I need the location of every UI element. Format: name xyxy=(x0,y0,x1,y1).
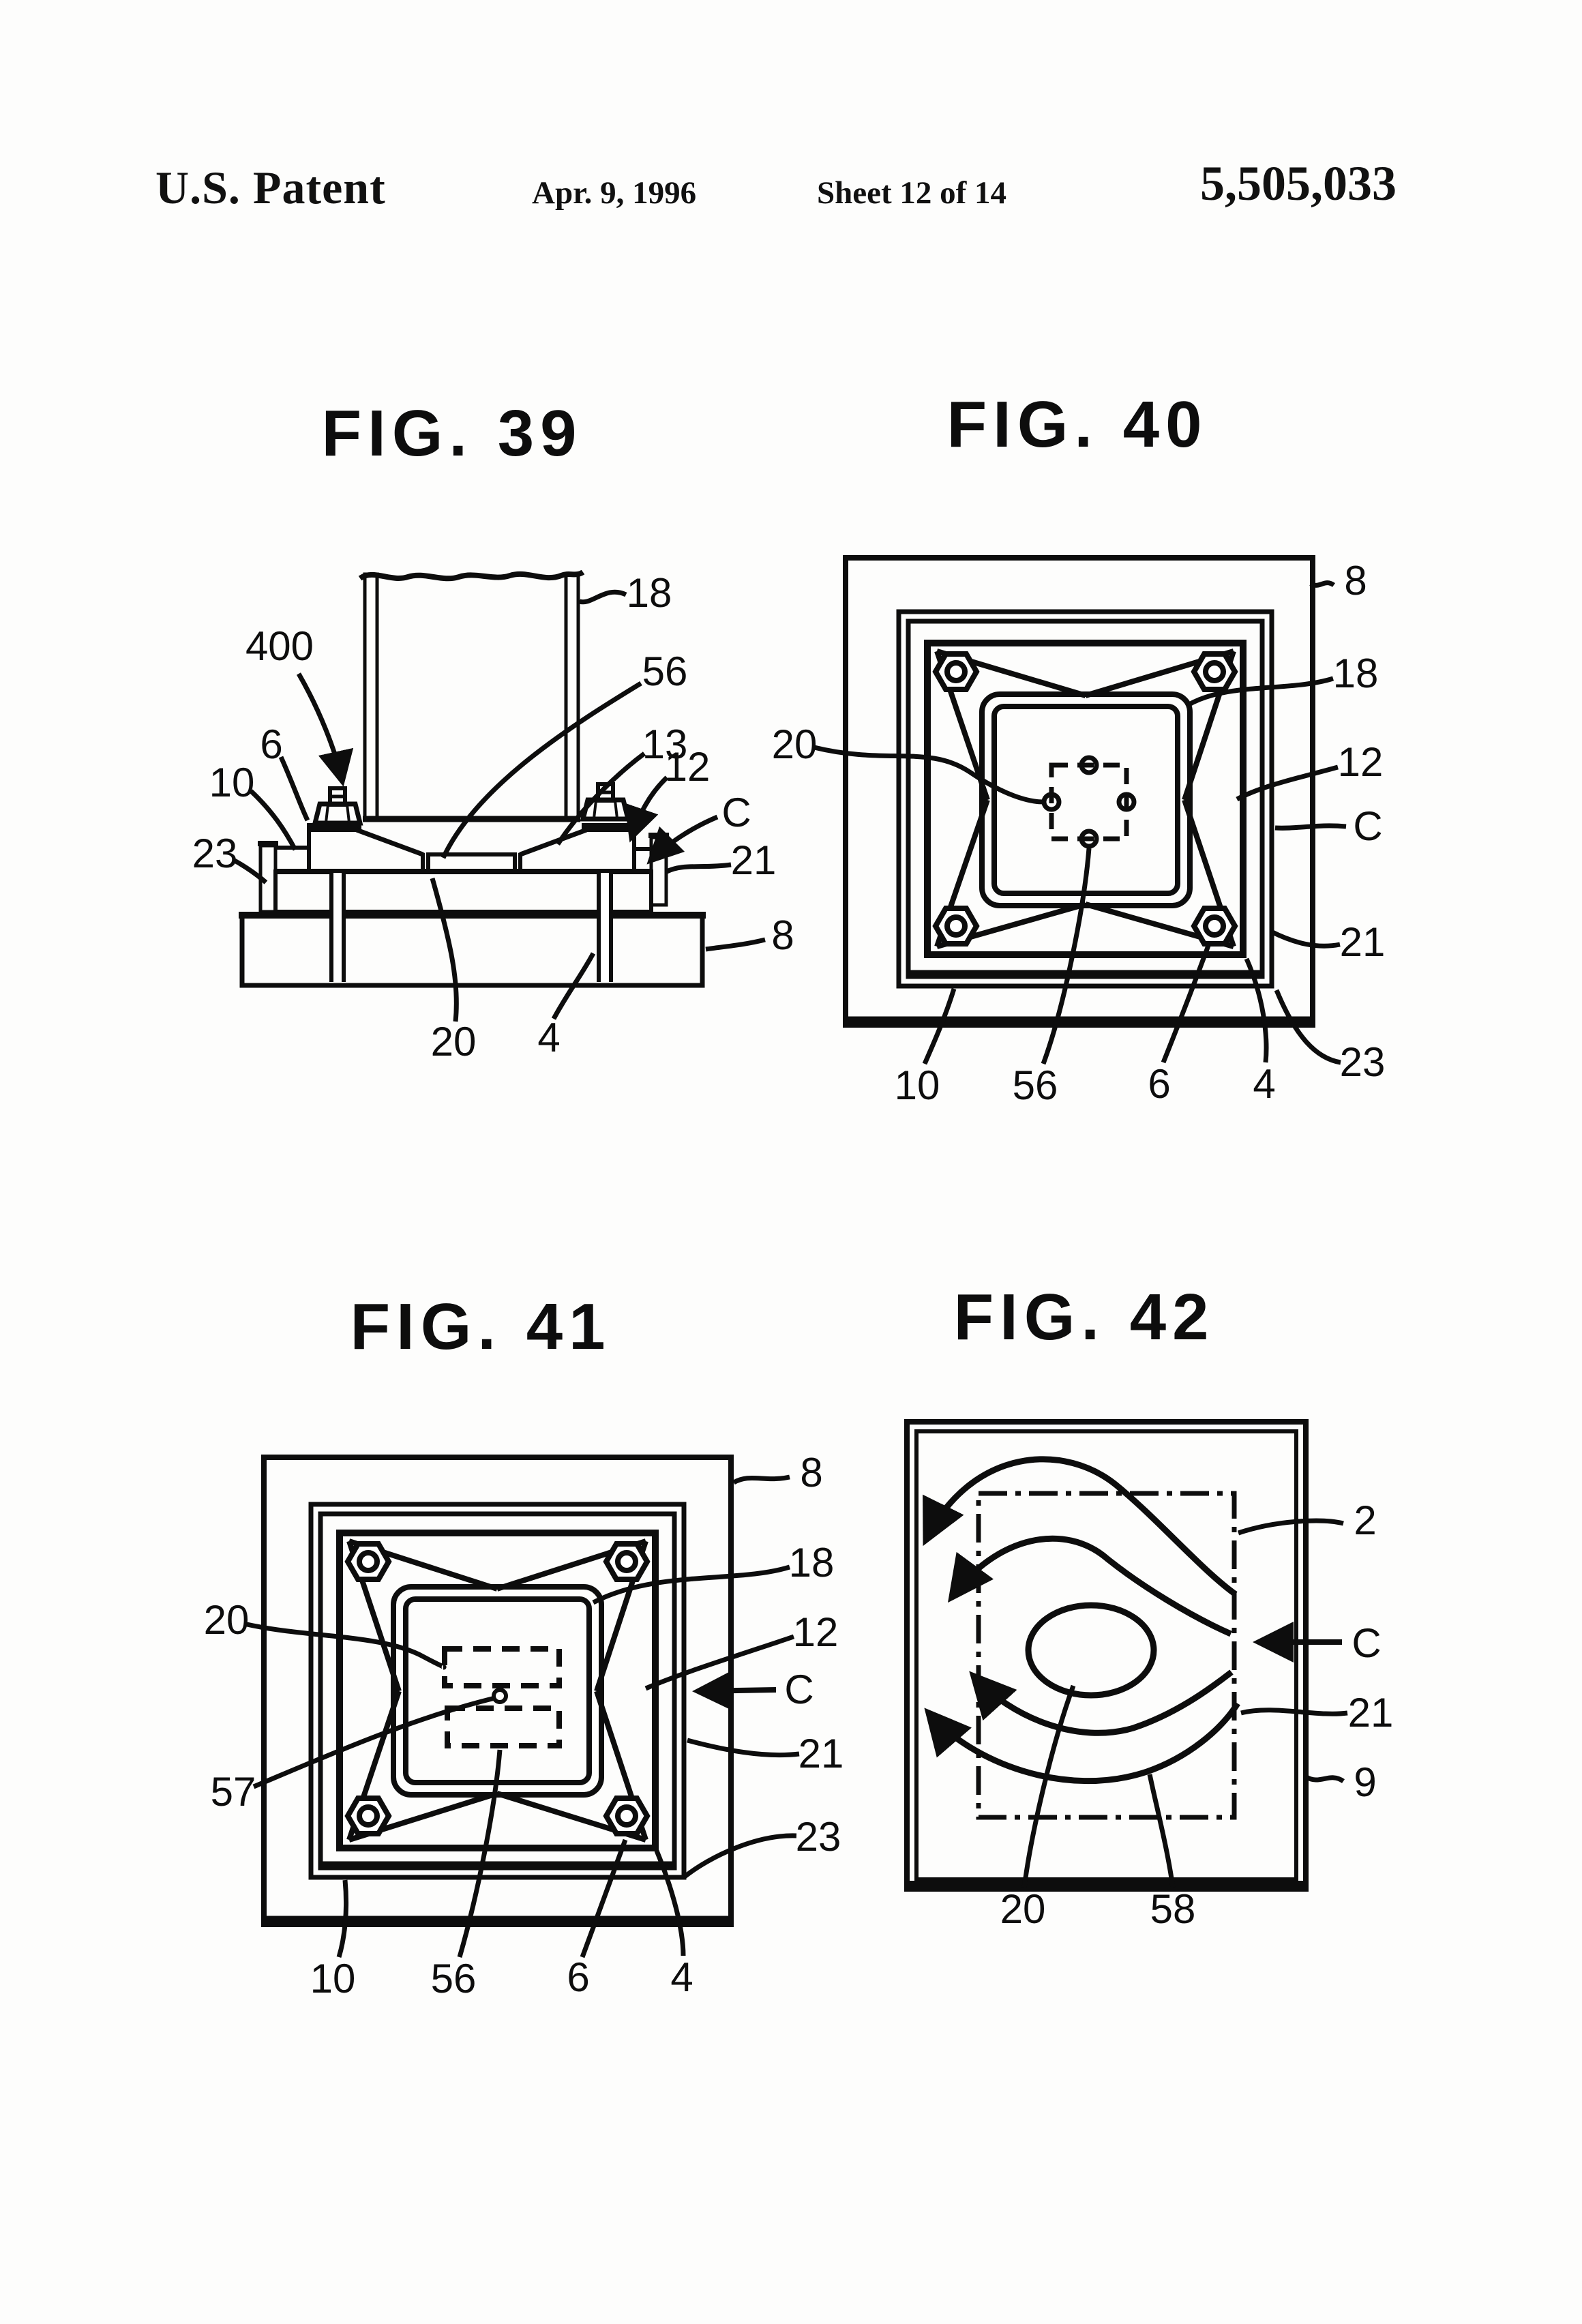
fig39-label-18: 18 xyxy=(627,570,672,616)
fig39-title: FIG. 39 xyxy=(321,397,582,470)
fig41-label-57: 57 xyxy=(211,1769,256,1815)
figure-42-drawing: FIG. 42 2 C 21 9 xyxy=(904,1281,1394,1932)
fig39-label-4: 4 xyxy=(537,1015,560,1060)
fig39-label-13: 13 xyxy=(642,721,688,767)
fig41-label-8: 8 xyxy=(800,1450,822,1495)
fig42-label-58: 58 xyxy=(1150,1886,1196,1932)
fig40-label-10: 10 xyxy=(895,1062,940,1108)
fig42-label-21: 21 xyxy=(1348,1690,1394,1735)
fig40-frames xyxy=(843,555,1315,1028)
fig40-hex-nut xyxy=(1194,908,1235,944)
fig39-base-plate-assembly xyxy=(275,823,651,874)
fig41-label-56: 56 xyxy=(431,1956,477,2001)
fig42-leader-lines xyxy=(1021,1518,1348,1888)
fig41-leader-lines xyxy=(246,1474,800,1958)
fig40-label-C: C xyxy=(1353,803,1382,849)
fig40-label-18: 18 xyxy=(1333,651,1379,696)
fig41-label-23: 23 xyxy=(796,1814,841,1860)
fig41-base-plate xyxy=(336,1530,659,1851)
fig41-slot-holes xyxy=(442,1646,562,1748)
fig41-hex-nut xyxy=(606,1798,647,1834)
sheet-count: Sheet 12 of 14 xyxy=(817,175,1007,211)
fig39-label-8: 8 xyxy=(771,912,794,958)
fig40-label-23: 23 xyxy=(1340,1039,1386,1085)
fig41-hex-nut xyxy=(606,1544,647,1579)
fig40-label-12: 12 xyxy=(1338,739,1384,785)
fig40-hex-nut xyxy=(936,908,976,944)
fig39-label-20: 20 xyxy=(431,1019,477,1064)
fig40-hex-nut xyxy=(936,654,976,689)
fig39-label-C: C xyxy=(721,790,751,835)
fig42-label-2: 2 xyxy=(1354,1498,1376,1543)
fig40-title: FIG. 40 xyxy=(946,388,1208,461)
fig40-label-21: 21 xyxy=(1340,919,1386,965)
fig41-reference-labels: 8 18 12 C 21 23 20 57 10 56 6 4 xyxy=(204,1450,844,2001)
fig39-label-12: 12 xyxy=(665,744,711,790)
fig40-label-8: 8 xyxy=(1344,558,1367,604)
figure-41-drawing: FIG. 41 xyxy=(204,1290,844,2001)
fig40-label-6: 6 xyxy=(1148,1061,1170,1107)
fig40-label-56: 56 xyxy=(1013,1062,1058,1108)
fig40-label-20: 20 xyxy=(772,721,818,767)
fig41-hex-nut xyxy=(348,1798,389,1834)
fig39-foundation xyxy=(239,912,706,988)
patent-date: Apr. 9, 1996 xyxy=(532,175,697,211)
fig42-label-20: 20 xyxy=(1000,1886,1046,1932)
fig40-reference-labels: 8 18 12 C 21 23 20 10 56 6 4 xyxy=(772,558,1386,1108)
fig41-label-21: 21 xyxy=(799,1731,844,1776)
fig41-title: FIG. 41 xyxy=(350,1290,611,1363)
fig40-hex-nut xyxy=(1194,654,1235,689)
fig39-label-21: 21 xyxy=(731,837,777,883)
fig42-reference-labels: 2 C 21 9 20 58 xyxy=(1000,1498,1394,1932)
patent-office-label: U.S. Patent xyxy=(155,162,386,213)
fig39-label-6: 6 xyxy=(260,721,282,767)
figure-40-drawing: FIG. 40 xyxy=(772,388,1386,1108)
fig41-label-10: 10 xyxy=(310,1956,356,2001)
fig40-leader-lines xyxy=(814,580,1347,1065)
fig39-label-56: 56 xyxy=(642,649,688,694)
fig41-label-18: 18 xyxy=(789,1540,835,1585)
fig40-anchor-hole-pattern xyxy=(1041,755,1137,849)
fig41-label-20: 20 xyxy=(204,1597,250,1643)
fig41-hex-nut xyxy=(348,1544,389,1579)
fig42-plate-outline xyxy=(976,1491,1237,1820)
fig39-label-400: 400 xyxy=(245,623,314,669)
fig42-flow-pattern xyxy=(923,1456,1240,1785)
fig40-base-plate xyxy=(924,640,1247,958)
fig40-label-4: 4 xyxy=(1253,1061,1275,1107)
fig41-label-C: C xyxy=(784,1667,814,1712)
fig42-title: FIG. 42 xyxy=(953,1281,1214,1354)
fig41-label-12: 12 xyxy=(793,1609,839,1655)
fig39-leader-lines xyxy=(233,589,766,1022)
fig39-anchor-rods xyxy=(329,873,613,982)
fig41-label-4: 4 xyxy=(670,1954,693,2000)
figure-39-drawing: FIG. 39 xyxy=(192,397,794,1064)
fig39-reference-labels: 18 400 56 13 6 10 12 C 23 21 8 20 4 xyxy=(192,570,794,1064)
fig39-column xyxy=(355,569,588,857)
fig42-label-C: C xyxy=(1352,1620,1381,1666)
patent-number: 5,505,033 xyxy=(1200,156,1397,211)
fig42-label-9: 9 xyxy=(1354,1759,1376,1805)
fig39-label-23: 23 xyxy=(192,831,238,876)
fig42-form-frame xyxy=(904,1419,1309,1892)
fig39-label-10: 10 xyxy=(209,760,255,805)
fig41-label-6: 6 xyxy=(567,1954,589,2000)
